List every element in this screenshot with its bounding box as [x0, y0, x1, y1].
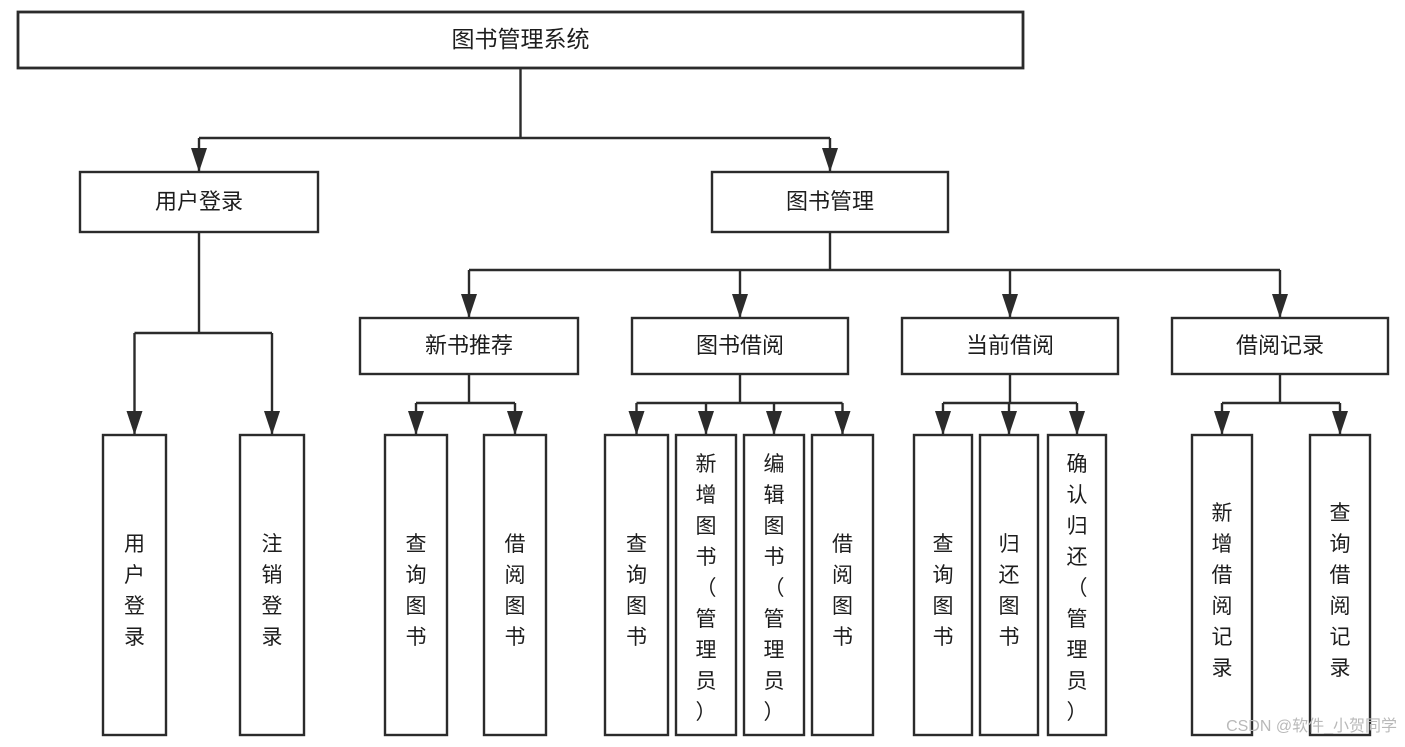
node-leaf-add-record[interactable]: 新增借阅记录 — [1190, 433, 1254, 737]
node-label: 借阅记录 — [1236, 333, 1324, 358]
node-label: 图书管理 — [786, 189, 874, 214]
node-box[interactable] — [238, 433, 306, 737]
node-box[interactable] — [912, 433, 974, 737]
node-root[interactable]: 图书管理系统 — [16, 10, 1025, 70]
node-user-login[interactable]: 用户登录 — [78, 170, 320, 234]
node-new-book-recommend[interactable]: 新书推荐 — [358, 316, 580, 376]
node-label: 图书借阅 — [696, 333, 784, 358]
arrow-head-icon — [834, 411, 851, 435]
arrow-head-icon — [264, 411, 280, 435]
node-leaf-confirm-return[interactable]: 确认归还（管理员） — [1046, 433, 1108, 737]
node-leaf-borrow-book-rec[interactable]: 借阅图书 — [482, 433, 548, 737]
node-borrow-record[interactable]: 借阅记录 — [1170, 316, 1390, 376]
arrow-head-icon — [1002, 294, 1018, 318]
node-leaf-add-book[interactable]: 新增图书（管理员） — [674, 433, 738, 737]
node-box[interactable] — [1190, 433, 1254, 737]
csdn-watermark: CSDN @软件_小贺同学 — [1226, 717, 1397, 735]
arrow-head-icon — [408, 411, 424, 435]
arrow-head-icon — [507, 411, 523, 435]
node-box[interactable] — [383, 433, 449, 737]
arrow-head-icon — [1272, 294, 1288, 318]
arrow-head-icon — [628, 411, 645, 435]
node-label: 新增借阅记录 — [1212, 502, 1233, 680]
node-book-manage[interactable]: 图书管理 — [710, 170, 950, 234]
node-leaf-user-logout[interactable]: 注销登录 — [238, 433, 306, 737]
node-box[interactable] — [810, 433, 875, 737]
node-box[interactable] — [710, 170, 950, 234]
node-box[interactable] — [603, 433, 670, 737]
node-label: 注销登录 — [262, 533, 283, 649]
arrow-head-icon — [1069, 411, 1085, 435]
node-label: 归还图书 — [999, 533, 1020, 649]
arrow-head-icon — [732, 294, 748, 318]
node-label: 用户登录 — [155, 189, 243, 214]
node-leaf-query-book-borrow[interactable]: 查询图书 — [603, 433, 670, 737]
node-box[interactable] — [900, 316, 1120, 376]
node-label: 查询图书 — [626, 533, 647, 649]
arrow-head-icon — [126, 411, 143, 435]
arrow-head-icon — [766, 411, 782, 435]
arrow-head-icon — [1001, 411, 1017, 435]
node-box[interactable] — [16, 10, 1025, 70]
arrow-head-icon — [1332, 411, 1348, 435]
node-label: 新增图书（管理员） — [696, 453, 717, 724]
node-leaf-query-record[interactable]: 查询借阅记录 — [1308, 433, 1372, 737]
node-box[interactable] — [630, 316, 850, 376]
node-label: 用户登录 — [124, 533, 145, 649]
node-leaf-borrow-book[interactable]: 借阅图书 — [810, 433, 875, 737]
node-current-borrow[interactable]: 当前借阅 — [900, 316, 1120, 376]
node-leaf-query-book-cur[interactable]: 查询图书 — [912, 433, 974, 737]
node-leaf-edit-book[interactable]: 编辑图书（管理员） — [742, 433, 806, 737]
node-label: 查询图书 — [933, 533, 954, 649]
node-box[interactable] — [674, 433, 738, 737]
arrow-head-icon — [698, 411, 714, 435]
connector-layer — [126, 68, 1348, 435]
node-book-borrow[interactable]: 图书借阅 — [630, 316, 850, 376]
node-box[interactable] — [482, 433, 548, 737]
node-box[interactable] — [978, 433, 1040, 737]
node-label: 图书管理系统 — [452, 26, 590, 52]
arrow-head-icon — [1214, 411, 1230, 435]
node-box[interactable] — [1046, 433, 1108, 737]
node-box[interactable] — [1170, 316, 1390, 376]
node-box[interactable] — [358, 316, 580, 376]
arrow-head-icon — [935, 411, 951, 435]
node-label: 编辑图书（管理员） — [764, 453, 785, 724]
node-leaf-return-book[interactable]: 归还图书 — [978, 433, 1040, 737]
node-leaf-user-login[interactable]: 用户登录 — [101, 433, 168, 737]
arrow-head-icon — [191, 148, 207, 172]
node-box[interactable] — [78, 170, 320, 234]
node-label: 查询借阅记录 — [1330, 502, 1351, 680]
node-layer: 图书管理系统用户登录图书管理新书推荐图书借阅当前借阅借阅记录用户登录注销登录查询… — [16, 10, 1390, 737]
node-label: 当前借阅 — [966, 333, 1054, 358]
arrow-head-icon — [461, 294, 477, 318]
node-box[interactable] — [742, 433, 806, 737]
node-label: 确认归还（管理员） — [1067, 453, 1088, 724]
node-box[interactable] — [101, 433, 168, 737]
node-box[interactable] — [1308, 433, 1372, 737]
node-leaf-query-book-rec[interactable]: 查询图书 — [383, 433, 449, 737]
arrow-head-icon — [822, 148, 838, 172]
node-label: 查询图书 — [406, 533, 427, 649]
node-label: 新书推荐 — [425, 333, 513, 358]
node-label: 借阅图书 — [832, 533, 853, 649]
node-label: 借阅图书 — [505, 533, 526, 649]
